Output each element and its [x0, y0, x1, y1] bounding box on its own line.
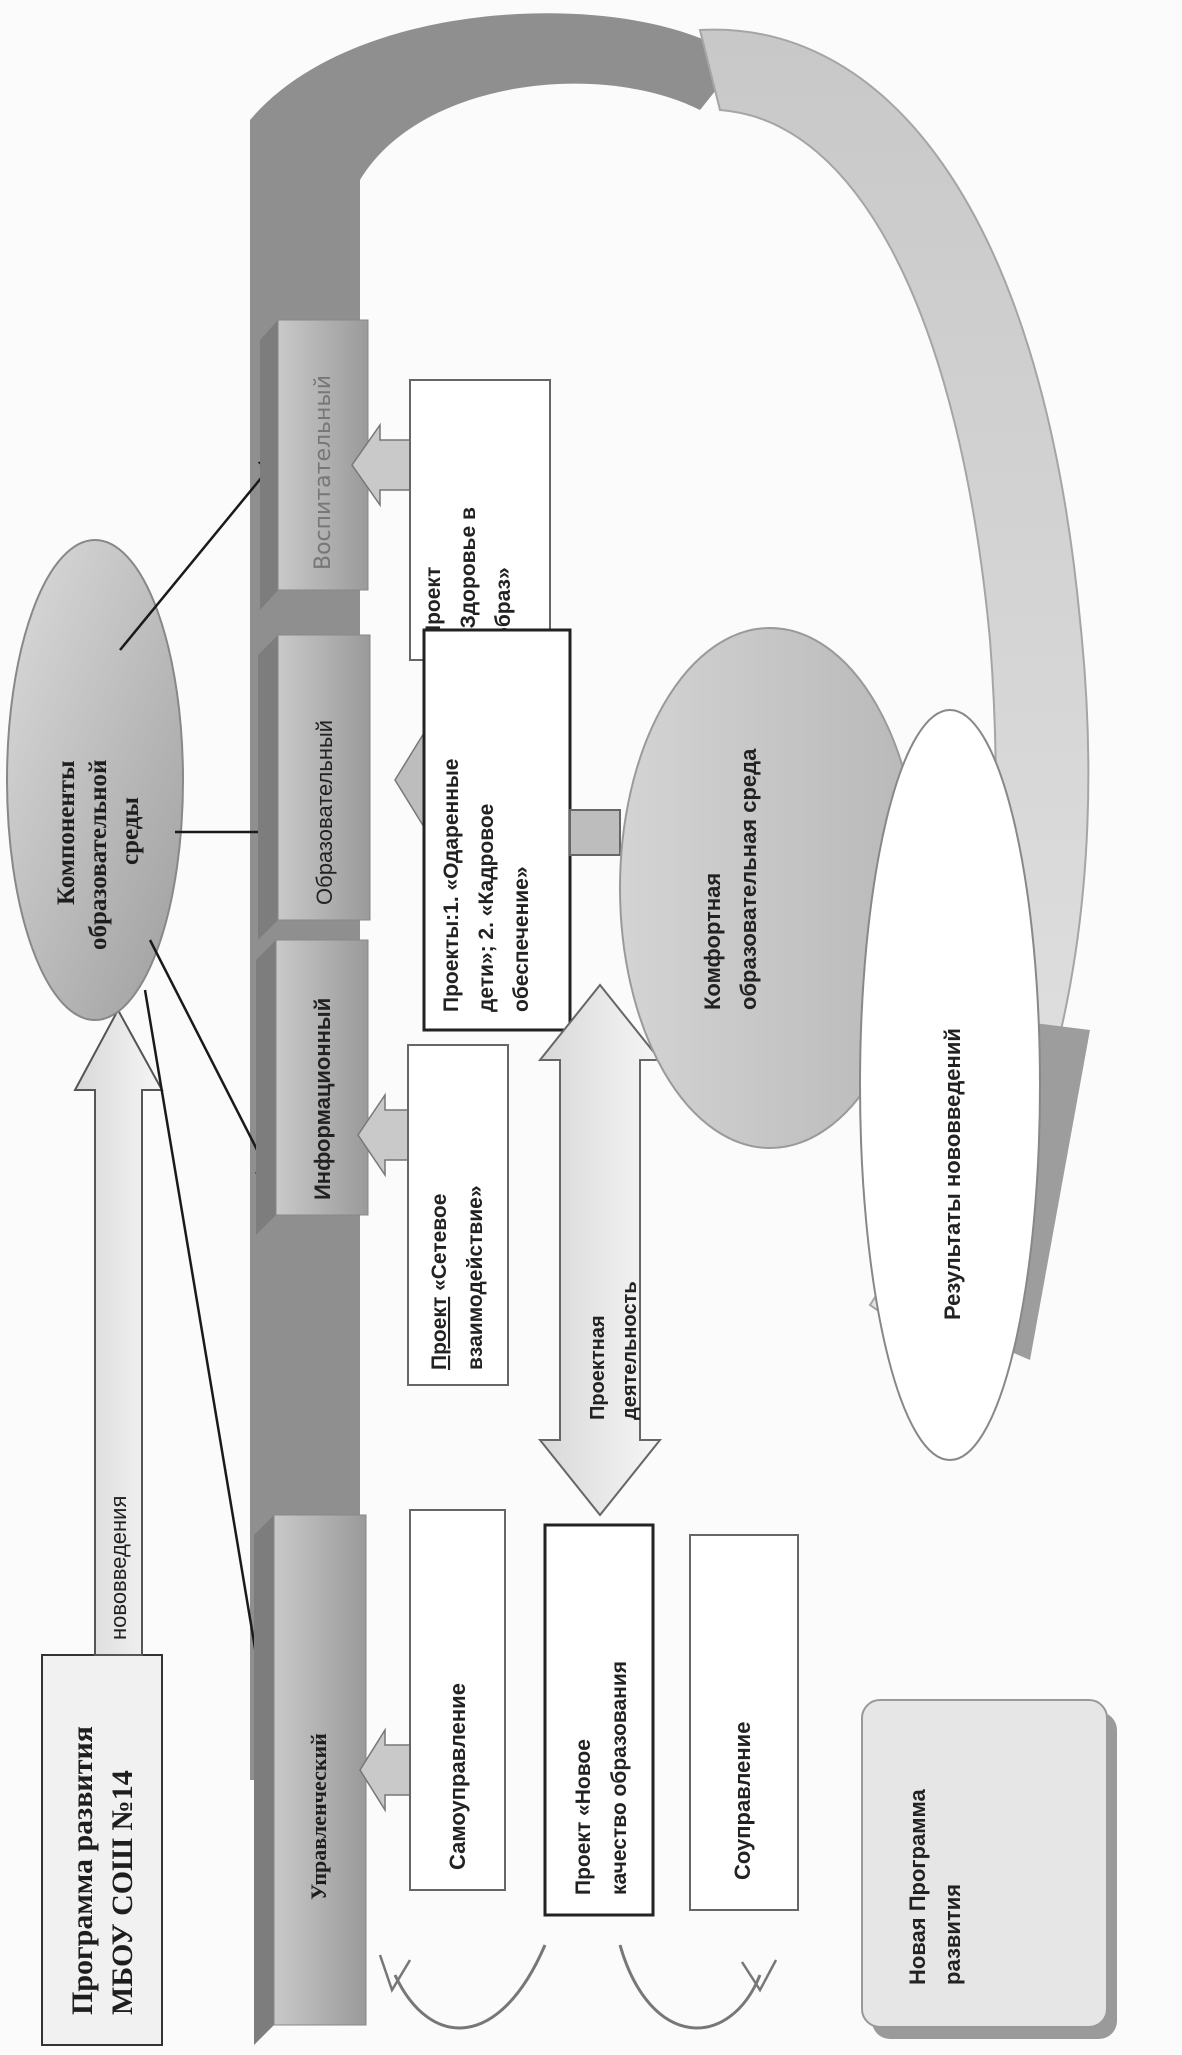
pillar-informational: Информационный [256, 939, 369, 1235]
self-governance-label: Самоуправление [445, 1683, 470, 1870]
results-label: Результаты нововведений [940, 1028, 965, 1320]
network-line2: взаимодействие» [464, 1185, 487, 1370]
new-program-line2: развития [940, 1884, 965, 1985]
self-governance-box: Самоуправление [409, 1509, 506, 1891]
gifted-line3: обеспечение» [510, 866, 533, 1012]
co-governance-label: Соуправление [730, 1722, 755, 1880]
health-line1: Проект [422, 567, 445, 640]
pillar-informational-label: Информационный [310, 998, 335, 1200]
pillar-educational-label: Образовательный [312, 720, 337, 905]
pillar-management: Управленческий [254, 1514, 367, 2045]
innovations-arrow: нововведения [73, 1007, 164, 1656]
components-oval: Компоненты образовательной среды [6, 539, 184, 1021]
network-rest: «Сетевое [428, 1194, 451, 1297]
network-word: Проект [428, 1297, 451, 1370]
comfort-line1: Комфортная [700, 873, 725, 1010]
program-line2: МБОУ СОШ №14 [106, 1770, 139, 2015]
project-health-box: Проект «Здоровье в образ» [409, 379, 551, 661]
components-line3: среды [117, 797, 144, 865]
project-network-box: Проект «Сетевое взаимодействие» [407, 1044, 509, 1386]
program-line1: Программа развития [66, 1726, 99, 2015]
gifted-connector [569, 809, 621, 856]
new-program-box: Новая Программа развития [861, 1699, 1117, 2039]
components-line2: образовательной [85, 760, 112, 950]
pillar-upbringing-label: Воспитательный [311, 375, 336, 570]
project-activity-line2: деятельность [619, 1281, 641, 1420]
health-line2: «Здоровье в [457, 507, 480, 640]
pillar-educational: Образовательный [258, 634, 371, 940]
co-governance-box: Соуправление [689, 1534, 799, 1911]
gifted-line1: Проекты:1. «Одаренные [440, 759, 463, 1013]
health-line3: образ» [492, 567, 515, 640]
curved-arrows [378, 1944, 778, 2030]
new-quality-line2: качество образования [608, 1661, 631, 1895]
project-new-quality-box: Проект «Новое качество образования [543, 1523, 655, 1917]
pillar-upbringing: Воспитательный [260, 319, 369, 610]
new-quality-line1: Проект «Новое [572, 1739, 595, 1895]
program-box: Программа развития МБОУ СОШ №14 [41, 1654, 163, 2046]
network-line1: Проект «Сетевое [428, 1194, 451, 1370]
components-line1: Компоненты [53, 760, 80, 905]
gifted-line2: дети»; 2. «Кадровое [475, 804, 498, 1012]
project-gifted-box: Проекты:1. «Одаренные дети»; 2. «Кадрово… [422, 628, 572, 1032]
innovations-label: нововведения [106, 1496, 131, 1640]
comfort-line2: образовательная среда [736, 748, 761, 1010]
comfort-oval: Комфортная образовательная среда [619, 627, 921, 1149]
new-program-line1: Новая Программа [905, 1788, 930, 1985]
results-oval: Результаты нововведений [859, 709, 1041, 1461]
project-activity-line1: Проектная [587, 1315, 609, 1420]
pillar-management-label: Управленческий [306, 1733, 331, 1900]
project-activity-arrow: Проектная деятельность [537, 983, 663, 1517]
